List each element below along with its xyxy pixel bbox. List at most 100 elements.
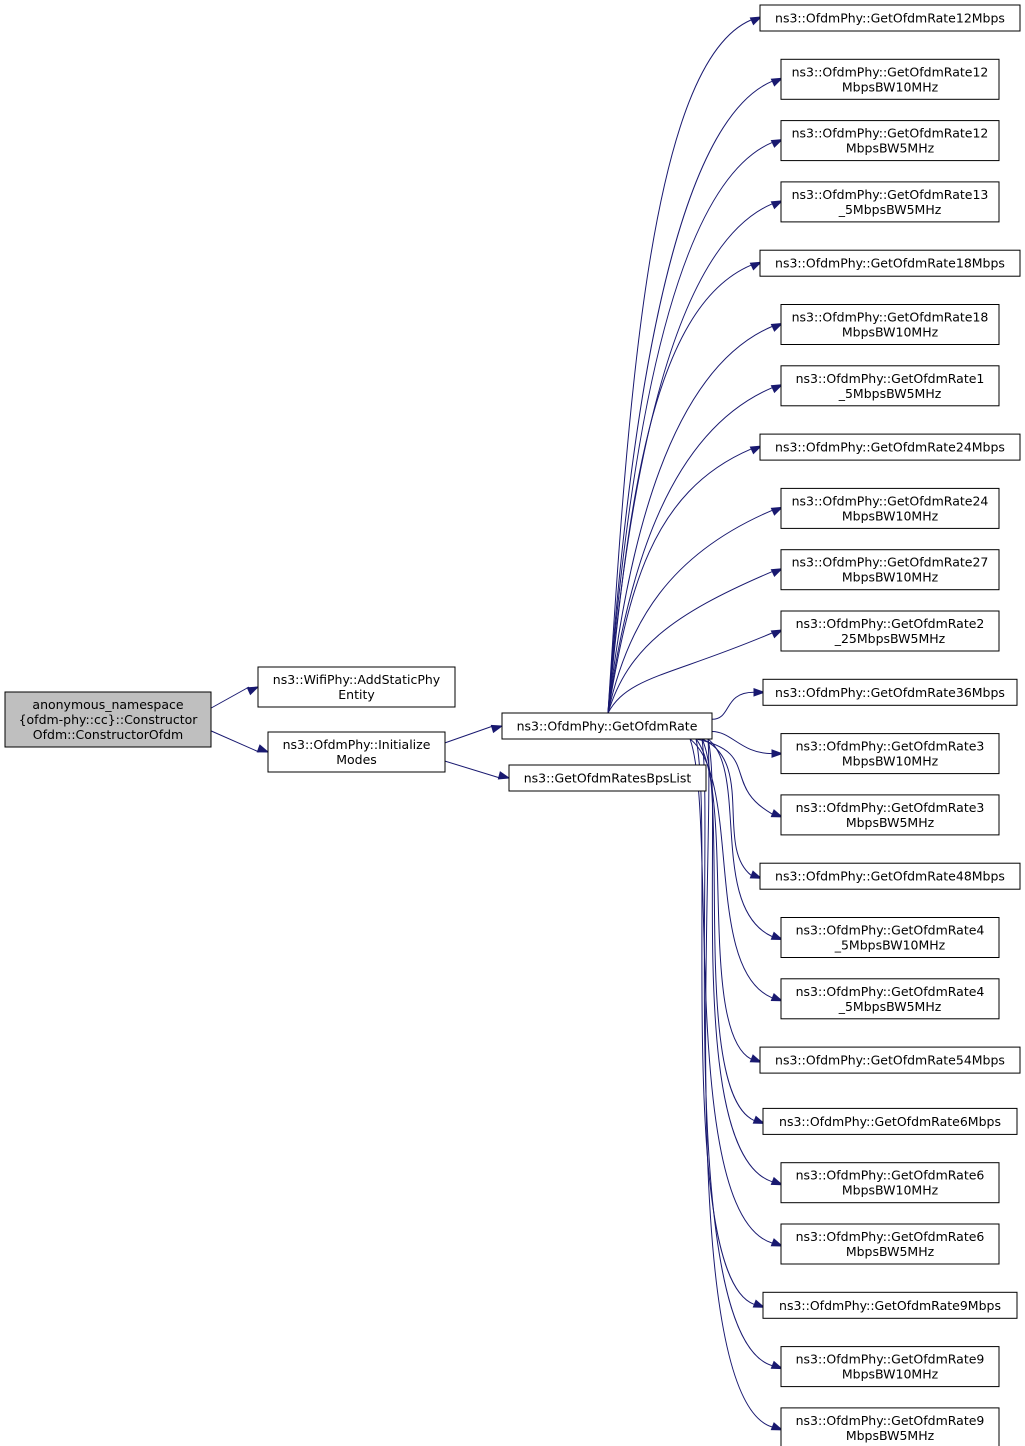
node-label: ns3::OfdmPhy::GetOfdmRate18 <box>792 310 989 325</box>
call-edge-line <box>711 691 755 720</box>
node-label: Ofdm::ConstructorOfdm <box>33 727 183 742</box>
node-rate-9mbps[interactable]: ns3::OfdmPhy::GetOfdmRate9Mbps <box>762 1291 1018 1319</box>
node-rate-54mbps[interactable]: ns3::OfdmPhy::GetOfdmRate54Mbps <box>759 1046 1021 1074</box>
node-label: MbpsBW10MHz <box>842 1367 939 1382</box>
node-label: ns3::OfdmPhy::GetOfdmRate24 <box>792 493 989 508</box>
node-label: Modes <box>336 752 377 767</box>
node-label: ns3::OfdmPhy::GetOfdmRate24Mbps <box>775 440 1005 455</box>
node-box <box>780 549 1000 591</box>
node-label: ns3::OfdmPhy::GetOfdmRate6Mbps <box>779 1114 1001 1129</box>
node-rate-48mbps[interactable]: ns3::OfdmPhy::GetOfdmRate48Mbps <box>759 862 1021 890</box>
node-label: _5MbpsBW5MHz <box>838 386 942 401</box>
call-edge-line <box>210 686 250 709</box>
node-label: _25MbpsBW5MHz <box>834 631 946 646</box>
node-get-ofdm-rates-bps-list[interactable]: ns3::GetOfdmRatesBpsList <box>508 764 707 792</box>
call-edge-get_ofdm_rate-to-rate_6mbps_bw5 <box>689 738 784 1247</box>
call-edge-line <box>695 738 755 1305</box>
node-box <box>780 365 1000 407</box>
node-label: ns3::OfdmPhy::GetOfdmRate12 <box>792 126 989 141</box>
node-rate-4-5mbps-bw10[interactable]: ns3::OfdmPhy::GetOfdmRate4_5MbpsBW10MHz <box>780 917 1000 958</box>
call-edge-get_ofdm_rate-to-rate_4_5mbps_bw10 <box>707 738 784 941</box>
call-edge-arrowhead <box>770 1238 784 1247</box>
node-box <box>780 978 1000 1020</box>
call-edge-get_ofdm_rate-to-rate_3mbps_bw10 <box>711 731 784 758</box>
call-edge-arrowhead <box>749 870 763 879</box>
node-rate-2-25mbps-bw5[interactable]: ns3::OfdmPhy::GetOfdmRate2_25MbpsBW5MHz <box>780 610 1000 652</box>
node-rate-13-5mbps-bw5[interactable]: ns3::OfdmPhy::GetOfdmRate13_5MbpsBW5MHz <box>780 181 1000 223</box>
node-root[interactable]: anonymous_namespace{ofdm-phy::cc}::Const… <box>4 691 212 748</box>
node-label: ns3::OfdmPhy::GetOfdmRate1 <box>796 371 985 386</box>
node-label: _5MbpsBW5MHz <box>838 202 942 217</box>
call-edge-line <box>607 387 773 714</box>
node-label: ns3::GetOfdmRatesBpsList <box>524 771 692 786</box>
call-edge-line <box>711 731 773 755</box>
node-label: ns3::OfdmPhy::GetOfdmRate12Mbps <box>775 11 1005 26</box>
node-label: ns3::OfdmPhy::GetOfdmRate <box>517 719 698 734</box>
call-edge-arrowhead <box>752 1115 766 1124</box>
call-edge-get_ofdm_rate-to-rate_18mbps <box>607 261 763 714</box>
node-box <box>762 1291 1018 1319</box>
node-label: MbpsBW10MHz <box>842 1183 939 1198</box>
call-edge-arrowhead <box>770 629 784 639</box>
node-box <box>780 120 1000 162</box>
node-rate-24mbps[interactable]: ns3::OfdmPhy::GetOfdmRate24Mbps <box>759 433 1021 461</box>
call-edge-arrowhead <box>770 1422 784 1431</box>
node-rate-18mbps[interactable]: ns3::OfdmPhy::GetOfdmRate18Mbps <box>759 249 1021 277</box>
node-box <box>762 1107 1018 1135</box>
node-label: MbpsBW5MHz <box>846 141 935 156</box>
node-box <box>4 691 212 748</box>
node-label: ns3::OfdmPhy::GetOfdmRate4 <box>796 923 985 938</box>
call-edge-root-to-initialize_modes <box>210 730 270 753</box>
call-edge-line <box>210 730 260 753</box>
node-label: MbpsBW10MHz <box>842 570 939 585</box>
call-edge-get_ofdm_rate-to-rate_2_25mbps_bw5 <box>607 629 784 714</box>
call-edge-arrowhead <box>246 686 260 696</box>
node-box <box>759 4 1021 32</box>
node-rate-1-5mbps-bw5[interactable]: ns3::OfdmPhy::GetOfdmRate1_5MbpsBW5MHz <box>780 365 1000 407</box>
call-edge-arrowhead <box>770 809 784 818</box>
call-edge-line <box>607 509 773 714</box>
node-box <box>780 58 1000 100</box>
node-box <box>759 1046 1021 1074</box>
node-label: ns3::OfdmPhy::GetOfdmRate27 <box>792 555 989 570</box>
call-edge-get_ofdm_rate-to-rate_3mbps_bw5 <box>695 738 784 818</box>
call-edge-arrowhead <box>770 1176 784 1186</box>
node-label: ns3::OfdmPhy::GetOfdmRate36Mbps <box>775 685 1005 700</box>
call-edge-get_ofdm_rate-to-rate_6mbps <box>701 738 766 1124</box>
node-box <box>267 731 446 773</box>
node-rate-6mbps[interactable]: ns3::OfdmPhy::GetOfdmRate6Mbps <box>762 1107 1018 1135</box>
call-edges <box>210 16 784 1431</box>
node-label: ns3::OfdmPhy::GetOfdmRate6 <box>796 1229 985 1244</box>
call-edge-initialize_modes-to-get_ofdm_rate <box>444 724 504 744</box>
node-get-ofdm-rate[interactable]: ns3::OfdmPhy::GetOfdmRate <box>501 712 713 740</box>
node-label: _5MbpsBW5MHz <box>838 999 942 1014</box>
node-box <box>780 917 1000 958</box>
node-rate-12mbps[interactable]: ns3::OfdmPhy::GetOfdmRate12Mbps <box>759 4 1021 32</box>
call-edge-get_ofdm_rate-to-rate_12mbps_bw5 <box>607 138 784 714</box>
node-rate-36mbps[interactable]: ns3::OfdmPhy::GetOfdmRate36Mbps <box>762 678 1018 706</box>
call-edge-line <box>607 80 773 714</box>
call-edge-arrowhead <box>753 687 766 697</box>
call-edge-line <box>607 448 752 714</box>
node-box <box>780 304 1000 345</box>
call-edge-initialize_modes-to-get_ofdm_rates_bps_list <box>444 760 511 780</box>
node-rate-4-5mbps-bw5[interactable]: ns3::OfdmPhy::GetOfdmRate4_5MbpsBW5MHz <box>780 978 1000 1020</box>
node-label: ns3::OfdmPhy::GetOfdmRate3 <box>796 800 985 815</box>
node-box <box>780 1162 1000 1204</box>
call-edge-arrowhead <box>770 1360 784 1370</box>
call-edge-line <box>607 19 752 714</box>
